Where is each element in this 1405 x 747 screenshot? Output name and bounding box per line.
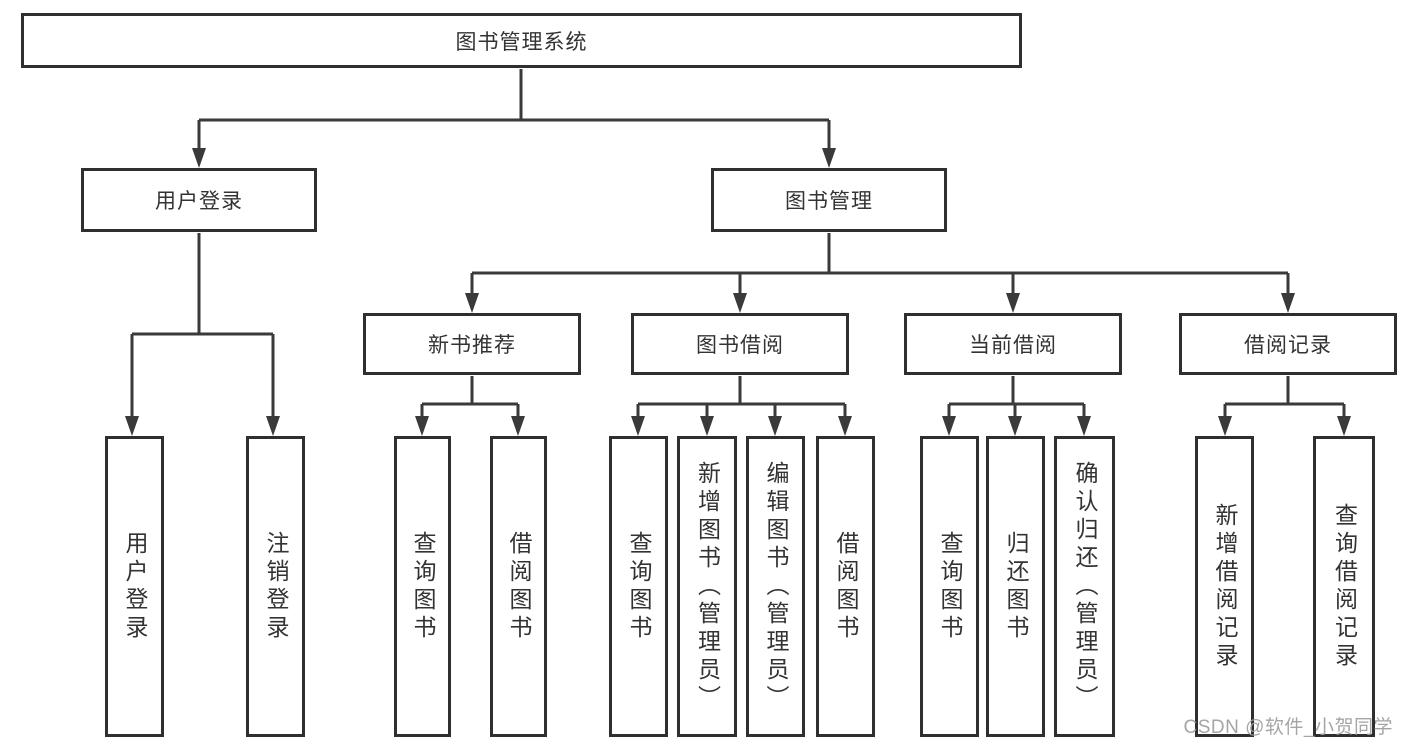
leaf-query-books-recommend: 查询图书 <box>394 436 451 737</box>
leaf-query-books-recommend-label: 查询图书 <box>410 530 436 643</box>
leaf-query-books-current: 查询图书 <box>920 436 979 737</box>
leaf-borrow-books: 借阅图书 <box>816 436 875 737</box>
leaf-confirm-return-admin-label: 确认归还（管理员） <box>1072 460 1098 713</box>
leaf-edit-books-admin: 编辑图书（管理员） <box>746 436 805 737</box>
leaf-logout: 注销登录 <box>246 436 305 737</box>
node-new-book-recommend: 新书推荐 <box>363 313 581 375</box>
leaf-query-borrow-record: 查询借阅记录 <box>1313 436 1375 737</box>
node-borrowing-records: 借阅记录 <box>1179 313 1397 375</box>
leaf-query-books-borrow: 查询图书 <box>609 436 668 737</box>
node-user-login: 用户登录 <box>81 168 317 232</box>
leaf-borrow-books-label: 借阅图书 <box>833 530 859 643</box>
node-library-system: 图书管理系统 <box>21 13 1022 68</box>
leaf-logout-label: 注销登录 <box>263 530 289 643</box>
leaf-user-login: 用户登录 <box>105 436 164 737</box>
leaf-query-borrow-record-label: 查询借阅记录 <box>1331 502 1358 671</box>
leaf-confirm-return-admin: 确认归还（管理员） <box>1054 436 1115 737</box>
leaf-borrow-books-recommend-label: 借阅图书 <box>506 530 532 643</box>
leaf-return-books-label: 归还图书 <box>1003 530 1029 643</box>
leaf-add-borrow-record: 新增借阅记录 <box>1195 436 1254 737</box>
leaf-borrow-books-recommend: 借阅图书 <box>490 436 547 737</box>
csdn-watermark: CSDN @软件_小贺同学 <box>1183 717 1393 738</box>
leaf-return-books: 归还图书 <box>986 436 1045 737</box>
node-current-borrowing: 当前借阅 <box>904 313 1122 375</box>
leaf-query-books-current-label: 查询图书 <box>937 530 963 643</box>
node-book-borrowing: 图书借阅 <box>631 313 849 375</box>
node-book-management: 图书管理 <box>711 168 947 232</box>
leaf-add-books-admin-label: 新增图书（管理员） <box>694 460 721 713</box>
leaf-edit-books-admin-label: 编辑图书（管理员） <box>763 460 789 713</box>
leaf-user-login-label: 用户登录 <box>122 530 148 643</box>
leaf-add-borrow-record-label: 新增借阅记录 <box>1212 502 1238 671</box>
leaf-add-books-admin: 新增图书（管理员） <box>677 436 737 737</box>
leaf-query-books-borrow-label: 查询图书 <box>626 530 652 643</box>
